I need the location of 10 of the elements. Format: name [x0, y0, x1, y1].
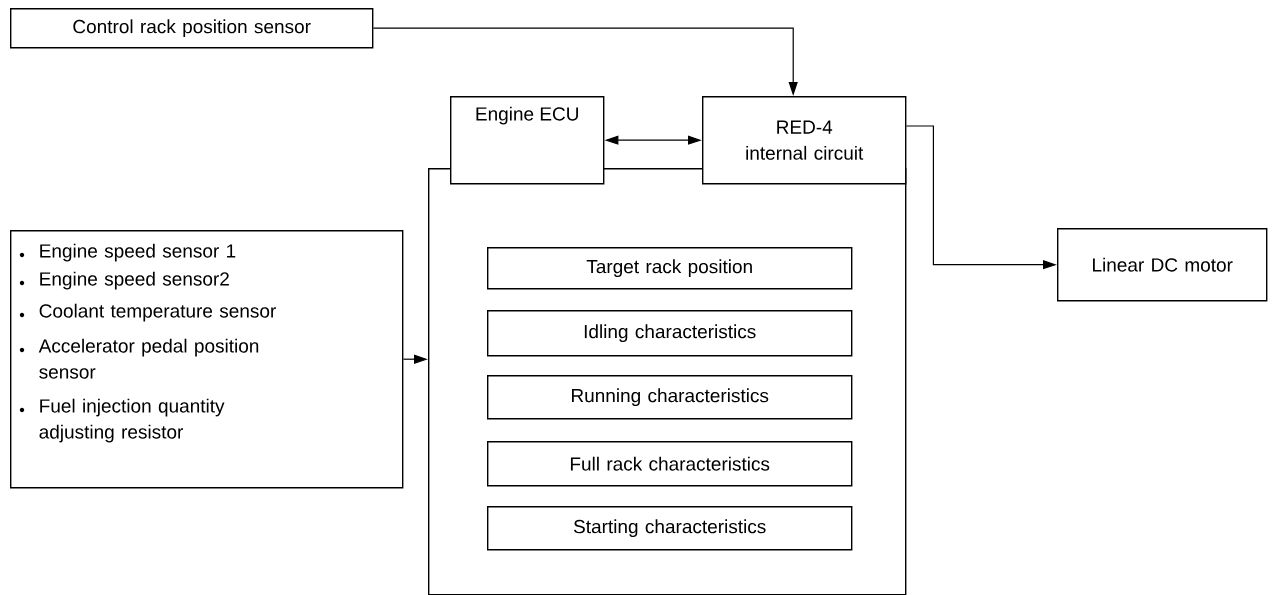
process-box: Control rack position sensor [10, 8, 374, 49]
process-box: Target rack position [487, 247, 853, 290]
input-list-box: Engine speed sensor 1 Engine speed sensor2 Coolant temperature sensor Accelerator pedal position sensor Fuel injection quantity adjusting resistor [10, 230, 404, 489]
process-box: Full rack characteristics [487, 441, 853, 487]
process-box: Starting characteristics [487, 506, 853, 551]
process-box: Engine ECU [450, 96, 605, 185]
process-box: Running characteristics [487, 375, 853, 420]
process-box: Linear DC motor [1057, 228, 1268, 302]
process-box: RED-4 internal circuit [702, 96, 907, 185]
process-box: Idling characteristics [487, 310, 853, 357]
